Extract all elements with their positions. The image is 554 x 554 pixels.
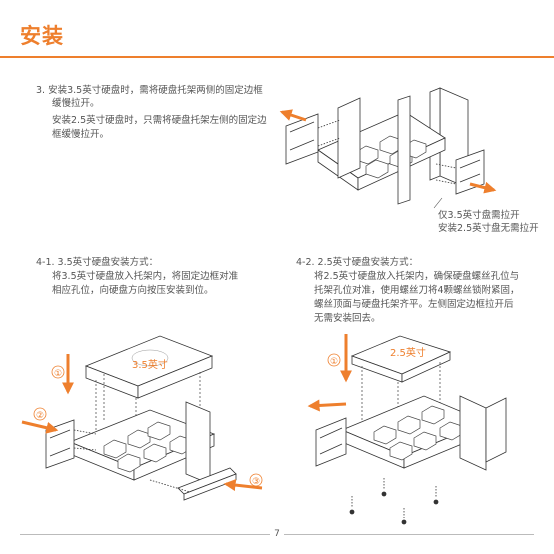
drive-25-label: 2.5英寸 xyxy=(390,346,426,359)
press-right-rail-arrow xyxy=(223,479,263,492)
pull-left-arrow xyxy=(279,109,307,122)
step41-line2: 相应孔位，向硬盘方向按压安装到位。 xyxy=(52,285,214,296)
step42-line2: 托架孔位对准，使用螺丝刀将4颗螺丝锁附紧固， xyxy=(314,285,520,296)
footer-rule-right xyxy=(284,534,534,535)
press-left-rail-arrow xyxy=(21,420,59,434)
pull-right-arrow xyxy=(469,181,497,194)
step42-marker-1: ① xyxy=(330,357,338,367)
screws xyxy=(349,478,439,525)
page-number: 7 xyxy=(274,529,280,539)
left-rail xyxy=(285,113,319,165)
bracket-illustration-step3 xyxy=(285,87,485,205)
step3-caption-2: 安装2.5英寸盘无需拉开 xyxy=(438,223,539,234)
pull-left-rail-arrow xyxy=(307,399,347,412)
step42-line3: 螺丝顶面与硬盘托架齐平。左侧固定边框拉开后 xyxy=(314,299,514,310)
drive-install-25-illustration xyxy=(315,335,507,525)
step3-line4: 框缓慢拉开。 xyxy=(52,129,110,140)
step3-line3: 安装2.5英寸硬盘时，只需将硬盘托架左侧的固定边 xyxy=(52,115,267,126)
caption-leader-line xyxy=(433,197,443,209)
footer-rule-left xyxy=(20,534,270,535)
step41-heading: 4-1. 3.5英寸硬盘安装方式： xyxy=(36,257,159,268)
step3-line2: 缓慢拉开。 xyxy=(52,98,100,109)
step41-marker-1: ① xyxy=(54,369,62,379)
step3-line1: 3. 安装3.5英寸硬盘时，需将硬盘托架两侧的固定边框 xyxy=(36,85,263,96)
step42-heading: 4-2. 2.5英寸硬盘安装方式： xyxy=(296,257,419,268)
step42-line4: 无需安装回去。 xyxy=(314,313,381,324)
drive-35-label: 3.5英寸 xyxy=(132,358,168,371)
step41-marker-3: ③ xyxy=(252,477,260,487)
page-title: 安装 xyxy=(20,24,64,48)
step41-marker-2: ② xyxy=(36,411,44,421)
title-divider xyxy=(0,56,554,58)
step3-caption-1: 仅3.5英寸盘需拉开 xyxy=(438,210,520,221)
step42-line1: 将2.5英寸硬盘放入托架内，确保硬盘螺丝孔位与 xyxy=(314,271,520,282)
step41-line1: 将3.5英寸硬盘放入托架内，将固定边框对准 xyxy=(52,271,239,282)
